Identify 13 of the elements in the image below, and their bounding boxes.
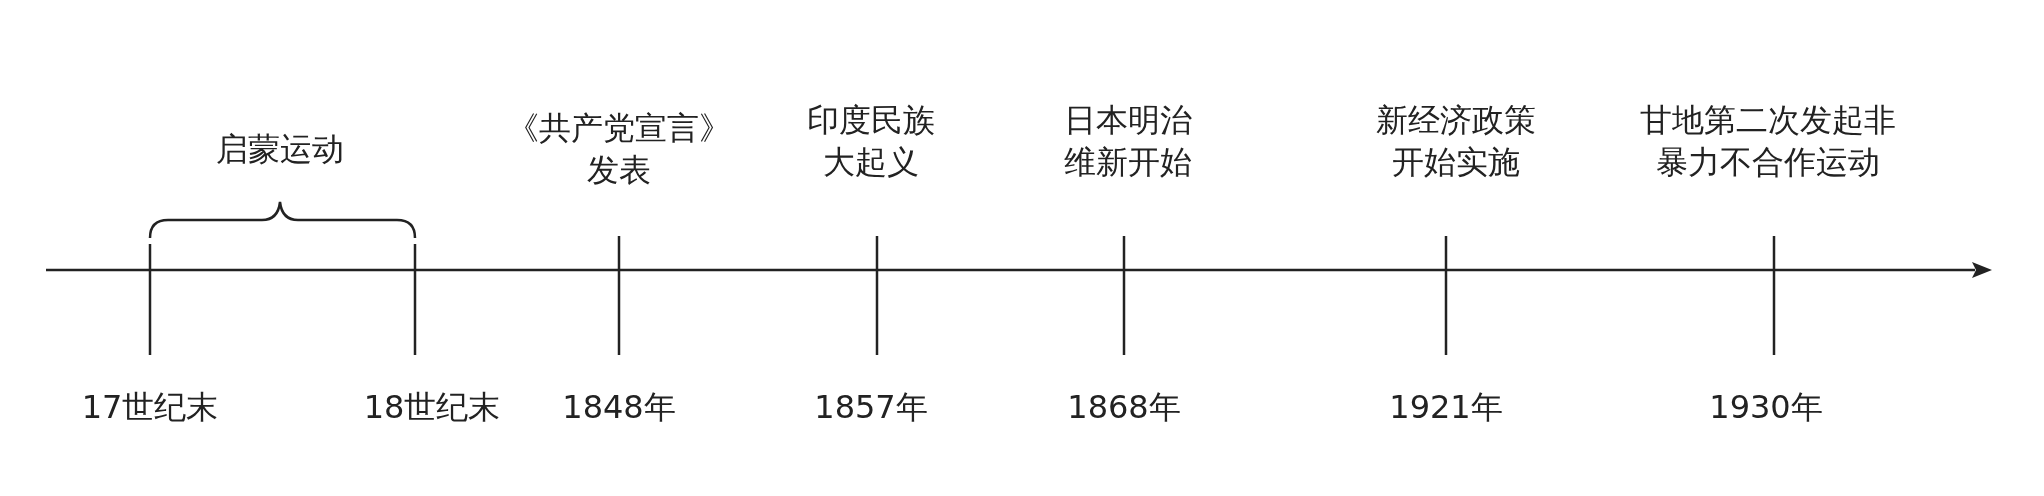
date-label: 1930年 [1708, 387, 1824, 429]
event-label: 启蒙运动 [215, 129, 345, 171]
event-label: 《共产党宣言》发表 [506, 108, 732, 191]
date-label: 18世纪末 [362, 387, 502, 429]
date-label: 1921年 [1388, 387, 1504, 429]
event-label: 新经济政策开始实施 [1375, 100, 1537, 183]
event-label: 印度民族大起义 [806, 100, 936, 183]
event-label: 甘地第二次发起非暴力不合作运动 [1639, 100, 1897, 183]
date-label: 1857年 [813, 387, 929, 429]
date-label: 1848年 [561, 387, 677, 429]
date-label: 1868年 [1066, 387, 1182, 429]
date-label: 17世纪末 [80, 387, 220, 429]
event-label: 日本明治维新开始 [1063, 100, 1193, 183]
